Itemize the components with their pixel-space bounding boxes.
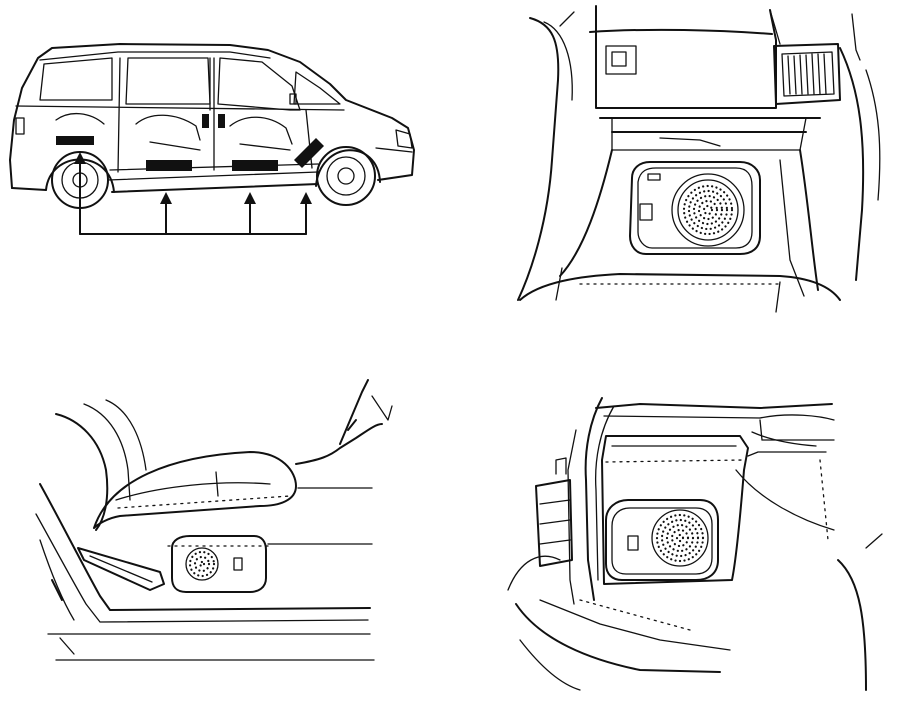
air-vent-icon	[773, 43, 841, 105]
rear-quarter-speaker-marker	[56, 136, 94, 145]
cargo-area-panel	[507, 397, 883, 691]
center-console-speaker-icon	[517, 5, 881, 313]
rear-seat-speaker-marker	[146, 160, 192, 171]
seat-base-panel	[35, 379, 393, 661]
under-seat-speaker-icon	[35, 379, 393, 661]
minivan-side-view-icon	[9, 43, 415, 209]
van-side-view-panel	[9, 43, 415, 235]
cargo-area-speaker-icon	[507, 397, 883, 691]
dash-console-panel	[517, 5, 881, 313]
callout-arrows	[74, 152, 312, 235]
dash-speaker-marker	[294, 138, 324, 168]
front-seat-speaker-marker	[232, 160, 278, 171]
